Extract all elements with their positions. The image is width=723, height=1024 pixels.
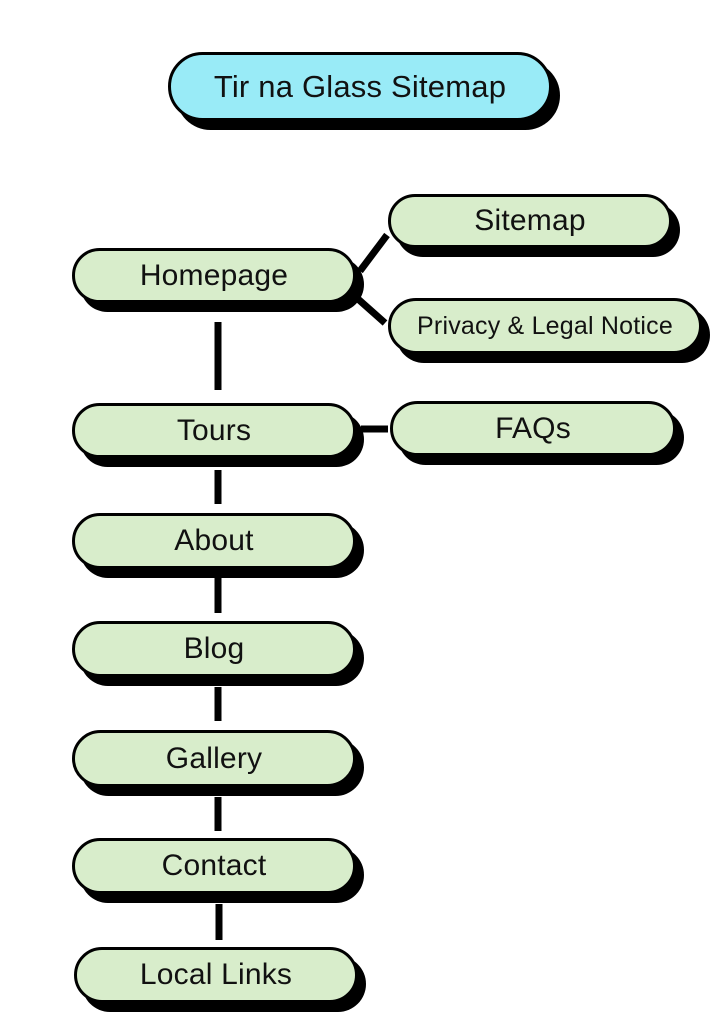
node-about: About <box>72 513 356 569</box>
diagram-title-label: Tir na Glass Sitemap <box>213 68 507 104</box>
node-about-label: About <box>174 524 254 557</box>
node-faqs: FAQs <box>390 401 676 456</box>
node-gallery: Gallery <box>72 730 356 787</box>
node-contact: Contact <box>72 838 356 894</box>
node-privacy-legal-notice-label: Privacy & Legal Notice <box>417 311 673 340</box>
connector-homepage-sitemap <box>357 232 390 274</box>
node-gallery-label: Gallery <box>165 741 263 775</box>
connector-homepage-privacy <box>355 296 388 326</box>
node-local-links: Local Links <box>74 947 358 1003</box>
node-faqs-label: FAQs <box>495 411 571 445</box>
node-sitemap-label: Sitemap <box>474 204 586 237</box>
node-homepage: Homepage <box>72 248 356 303</box>
node-contact-label: Contact <box>161 849 267 882</box>
node-tours: Tours <box>72 403 356 458</box>
node-blog-label: Blog <box>183 632 245 665</box>
node-sitemap: Sitemap <box>388 194 672 248</box>
node-local-links-label: Local Links <box>139 958 293 991</box>
node-blog: Blog <box>72 621 356 677</box>
node-homepage-label: Homepage <box>139 258 289 292</box>
node-tours-label: Tours <box>176 413 252 447</box>
diagram-title: Tir na Glass Sitemap <box>168 52 552 121</box>
node-privacy-legal-notice: Privacy & Legal Notice <box>388 298 702 354</box>
